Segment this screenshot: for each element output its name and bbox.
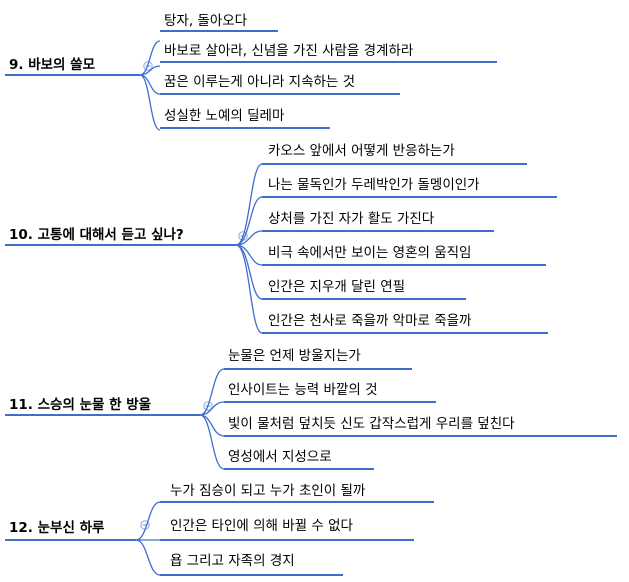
item-label: 카오스 앞에서 어떻게 반응하는가	[268, 143, 455, 159]
item-label: 누가 짐승이 되고 누가 초인이 될까	[170, 483, 366, 499]
section-12-title[interactable]: 12. 눈부신 하루	[9, 519, 105, 536]
item-11-2[interactable]: 인사이트는 능력 바깥의 것	[224, 382, 436, 403]
connector	[139, 40, 161, 76]
item-10-5[interactable]: 인간은 지우개 달린 연필	[262, 279, 466, 300]
item-label: 욥 그리고 자족의 경지	[170, 553, 295, 569]
item-label: 인간은 지우개 달린 연필	[268, 279, 405, 295]
item-label: 나는 물독인가 두레박인가 돌멩이인가	[268, 177, 480, 193]
item-9-2[interactable]: 바보로 살아라, 신념을 가진 사람을 경계하라	[160, 43, 497, 63]
item-12-1[interactable]: 누가 짐승이 되고 누가 초인이 될까	[160, 483, 434, 503]
connector	[199, 414, 225, 437]
item-label: 인사이트는 능력 바깥의 것	[228, 382, 378, 398]
item-11-4[interactable]: 영성에서 지성으로	[224, 449, 374, 470]
section-12: 12. 눈부신 하루 누가 짐승이 되고 누가 초인이 될까 인간은 타인에 의…	[5, 483, 434, 576]
section-9-title[interactable]: 9. 바보의 쓸모	[9, 56, 96, 73]
item-11-3[interactable]: 빛이 물처럼 덮치듯 신도 갑작스럽게 우리를 덮친다	[224, 416, 617, 437]
item-9-4[interactable]: 성실한 노예의 딜레마	[160, 108, 330, 129]
connector	[235, 244, 263, 334]
item-label: 탕자, 돌아오다	[164, 13, 248, 29]
item-label: 인간은 타인에 의해 바뀔 수 없다	[170, 518, 353, 534]
item-12-2[interactable]: 인간은 타인에 의해 바뀔 수 없다	[160, 518, 414, 541]
item-10-4[interactable]: 비극 속에서만 보이는 영혼의 움직임	[262, 245, 546, 266]
section-10-title[interactable]: 10. 고통에 대해서 듣고 싶나?	[9, 226, 184, 243]
connector	[139, 74, 161, 131]
section-9: 9. 바보의 쓸모 탕자, 돌아오다 바보로 살아라, 신념을 가진 사람을 경…	[5, 13, 497, 131]
section-10: 10. 고통에 대해서 듣고 싶나? 카오스 앞에서 어떻게 반응하는가 나는 …	[5, 143, 557, 334]
item-label: 영성에서 지성으로	[228, 449, 332, 465]
item-label: 성실한 노예의 딜레마	[164, 108, 285, 124]
connector	[199, 401, 225, 416]
item-label: 바보로 살아라, 신념을 가진 사람을 경계하라	[164, 43, 414, 59]
connector	[235, 196, 263, 246]
item-11-1[interactable]: 눈물은 언제 방울지는가	[224, 348, 412, 370]
item-label: 상처를 가진 자가 활도 가진다	[268, 211, 435, 227]
item-9-1[interactable]: 탕자, 돌아오다	[160, 13, 278, 32]
item-label: 꿈은 이루는게 아니라 지속하는 것	[164, 74, 355, 90]
item-10-6[interactable]: 인간은 천사로 죽을까 악마로 죽을까	[262, 313, 548, 334]
item-10-1[interactable]: 카오스 앞에서 어떻게 반응하는가	[262, 143, 527, 165]
item-label: 눈물은 언제 방울지는가	[228, 348, 361, 364]
section-11-title[interactable]: 11. 스승의 눈물 한 방울	[9, 396, 151, 413]
item-10-3[interactable]: 상처를 가진 자가 활도 가진다	[262, 211, 494, 232]
item-12-3[interactable]: 욥 그리고 자족의 경지	[160, 553, 343, 576]
connector	[199, 414, 225, 470]
item-label: 빛이 물처럼 덮치듯 신도 갑작스럽게 우리를 덮친다	[228, 416, 515, 432]
item-9-3[interactable]: 꿈은 이루는게 아니라 지속하는 것	[160, 74, 400, 95]
connector	[135, 501, 161, 541]
item-10-2[interactable]: 나는 물독인가 두레박인가 돌멩이인가	[262, 177, 557, 198]
section-11: 11. 스승의 눈물 한 방울 눈물은 언제 방울지는가 인사이트는 능력 바깥…	[5, 348, 617, 470]
connector	[235, 230, 263, 246]
connector	[235, 163, 263, 246]
item-label: 인간은 천사로 죽을까 악마로 죽을까	[268, 313, 472, 329]
connector	[199, 368, 225, 416]
connector	[135, 539, 161, 576]
item-label: 비극 속에서만 보이는 영혼의 움직임	[268, 245, 471, 261]
